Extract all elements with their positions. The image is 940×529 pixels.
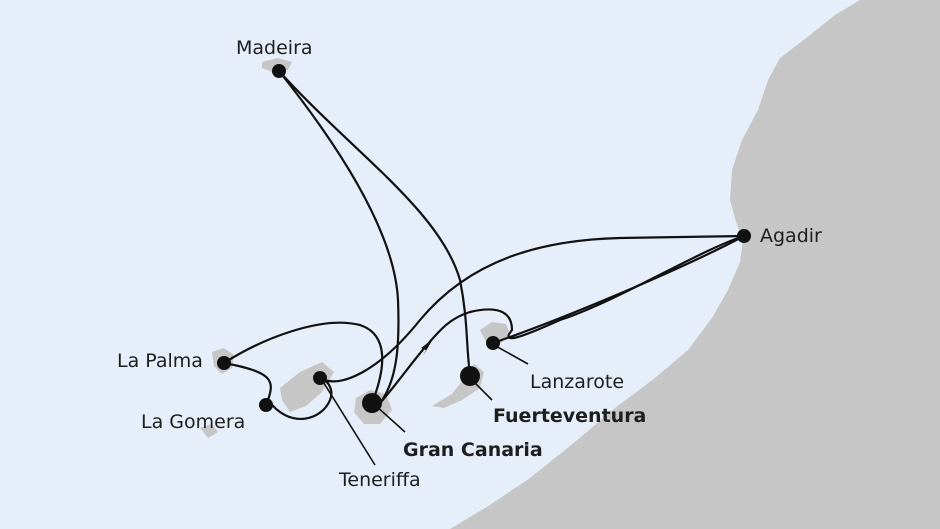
port-marker-gran-canaria[interactable] — [362, 393, 382, 413]
label-teneriffa: Teneriffa — [339, 469, 421, 491]
label-madeira: Madeira — [236, 37, 313, 59]
port-marker-la-gomera[interactable] — [259, 398, 273, 412]
route-leg-gran-canaria-la-palma — [222, 321, 384, 405]
route-leg-la-palma-la-gomera — [222, 361, 333, 420]
arrow-icon — [421, 339, 433, 356]
label-agadir: Agadir — [760, 225, 822, 247]
route-leg-madeira-fuerteventura — [277, 69, 472, 377]
route-leg-agadir-lanzarote — [425, 234, 746, 347]
label-fuerteventura: Fuerteventura — [493, 405, 647, 427]
leader-teneriffa — [321, 379, 376, 466]
route-leg-madeira-gran-canaria — [277, 69, 400, 404]
africa-coast — [450, 0, 940, 529]
leader-gran-canaria — [374, 404, 406, 433]
island-la-gomera — [200, 424, 218, 438]
route-leg-teneriffa-agadir — [318, 234, 746, 383]
label-la-gomera: La Gomera — [141, 411, 246, 433]
port-markers — [217, 64, 751, 413]
label-lanzarote: Lanzarote — [530, 371, 625, 393]
label-gran-canaria: Gran Canaria — [403, 439, 543, 461]
port-marker-teneriffa[interactable] — [313, 371, 327, 385]
label-la-palma: La Palma — [117, 350, 203, 372]
port-marker-la-palma[interactable] — [217, 356, 231, 370]
port-marker-fuerteventura[interactable] — [460, 366, 480, 386]
label-leaders — [321, 344, 529, 466]
route-leg-lanzarote-gran-canaria — [379, 343, 429, 404]
leader-lanzarote — [493, 344, 529, 365]
route-leg-agadir-lanzarote-direct — [491, 234, 746, 345]
cruise-route — [222, 69, 746, 420]
port-marker-lanzarote[interactable] — [486, 336, 500, 350]
port-marker-madeira[interactable] — [272, 64, 286, 78]
port-marker-agadir[interactable] — [737, 229, 751, 243]
